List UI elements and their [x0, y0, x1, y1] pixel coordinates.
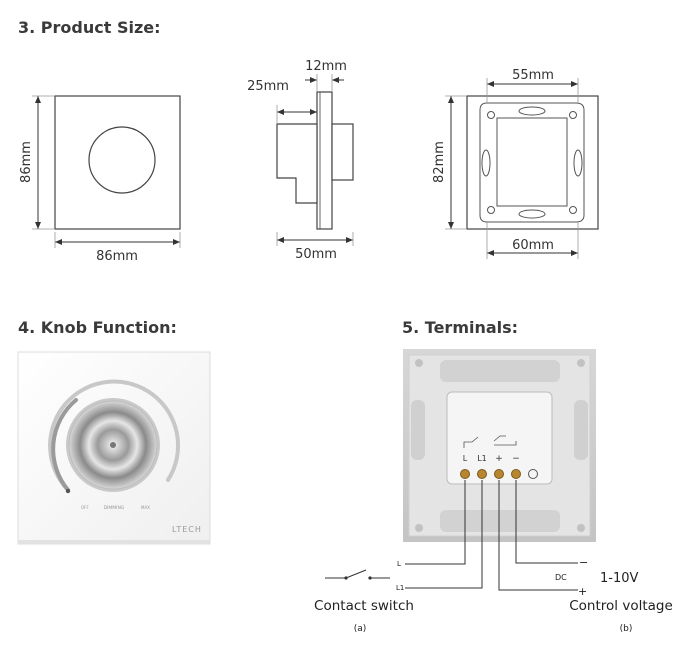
switch-contact-left	[344, 576, 348, 580]
product-size-heading: 3. Product Size:	[18, 18, 161, 37]
front-view-drawing	[32, 95, 181, 248]
back-view-drawing	[445, 78, 599, 259]
ltech-logo: LTECH	[172, 525, 202, 534]
terminal-l1-label: L1	[477, 454, 487, 463]
switch-contact-right	[368, 576, 372, 580]
control-voltage-label: Control voltage	[569, 598, 673, 614]
dc-minus-label: −	[579, 556, 588, 569]
note-b-label: (b)	[620, 624, 633, 634]
back-bottom-width-label: 60mm	[512, 238, 554, 253]
dc-plus-label: +	[578, 585, 587, 598]
terminals-heading: 5. Terminals:	[402, 318, 519, 337]
wiring-diagram	[325, 480, 578, 591]
voltage-range-label: 1-10V	[600, 571, 639, 586]
knob-function-heading: 4. Knob Function:	[18, 318, 177, 337]
back-top-width-label: 55mm	[512, 68, 554, 83]
side-back-label: 25mm	[247, 79, 289, 94]
knob-off-label: OFF	[81, 505, 89, 510]
knob-dimming-label: DIMMING	[104, 505, 125, 511]
front-width-label: 86mm	[96, 249, 138, 264]
knob-max-label: MAX	[141, 505, 150, 510]
back-height-label: 82mm	[432, 141, 447, 183]
front-height-label: 86mm	[19, 141, 34, 183]
terminal-minus-label: −	[512, 454, 520, 464]
wire-l-label: L	[397, 560, 401, 568]
contact-switch-label: Contact switch	[314, 598, 414, 614]
side-plate-label: 12mm	[305, 59, 347, 74]
note-a-label: (a)	[354, 624, 367, 634]
knob-panel-photo	[17, 351, 211, 545]
side-view-drawing	[276, 74, 354, 246]
side-width-label: 50mm	[295, 247, 337, 262]
terminal-l-label: L	[463, 454, 468, 463]
terminal-plus-label: +	[495, 454, 503, 464]
dc-label: DC	[555, 573, 567, 582]
wire-l1-label: L1	[396, 584, 404, 592]
